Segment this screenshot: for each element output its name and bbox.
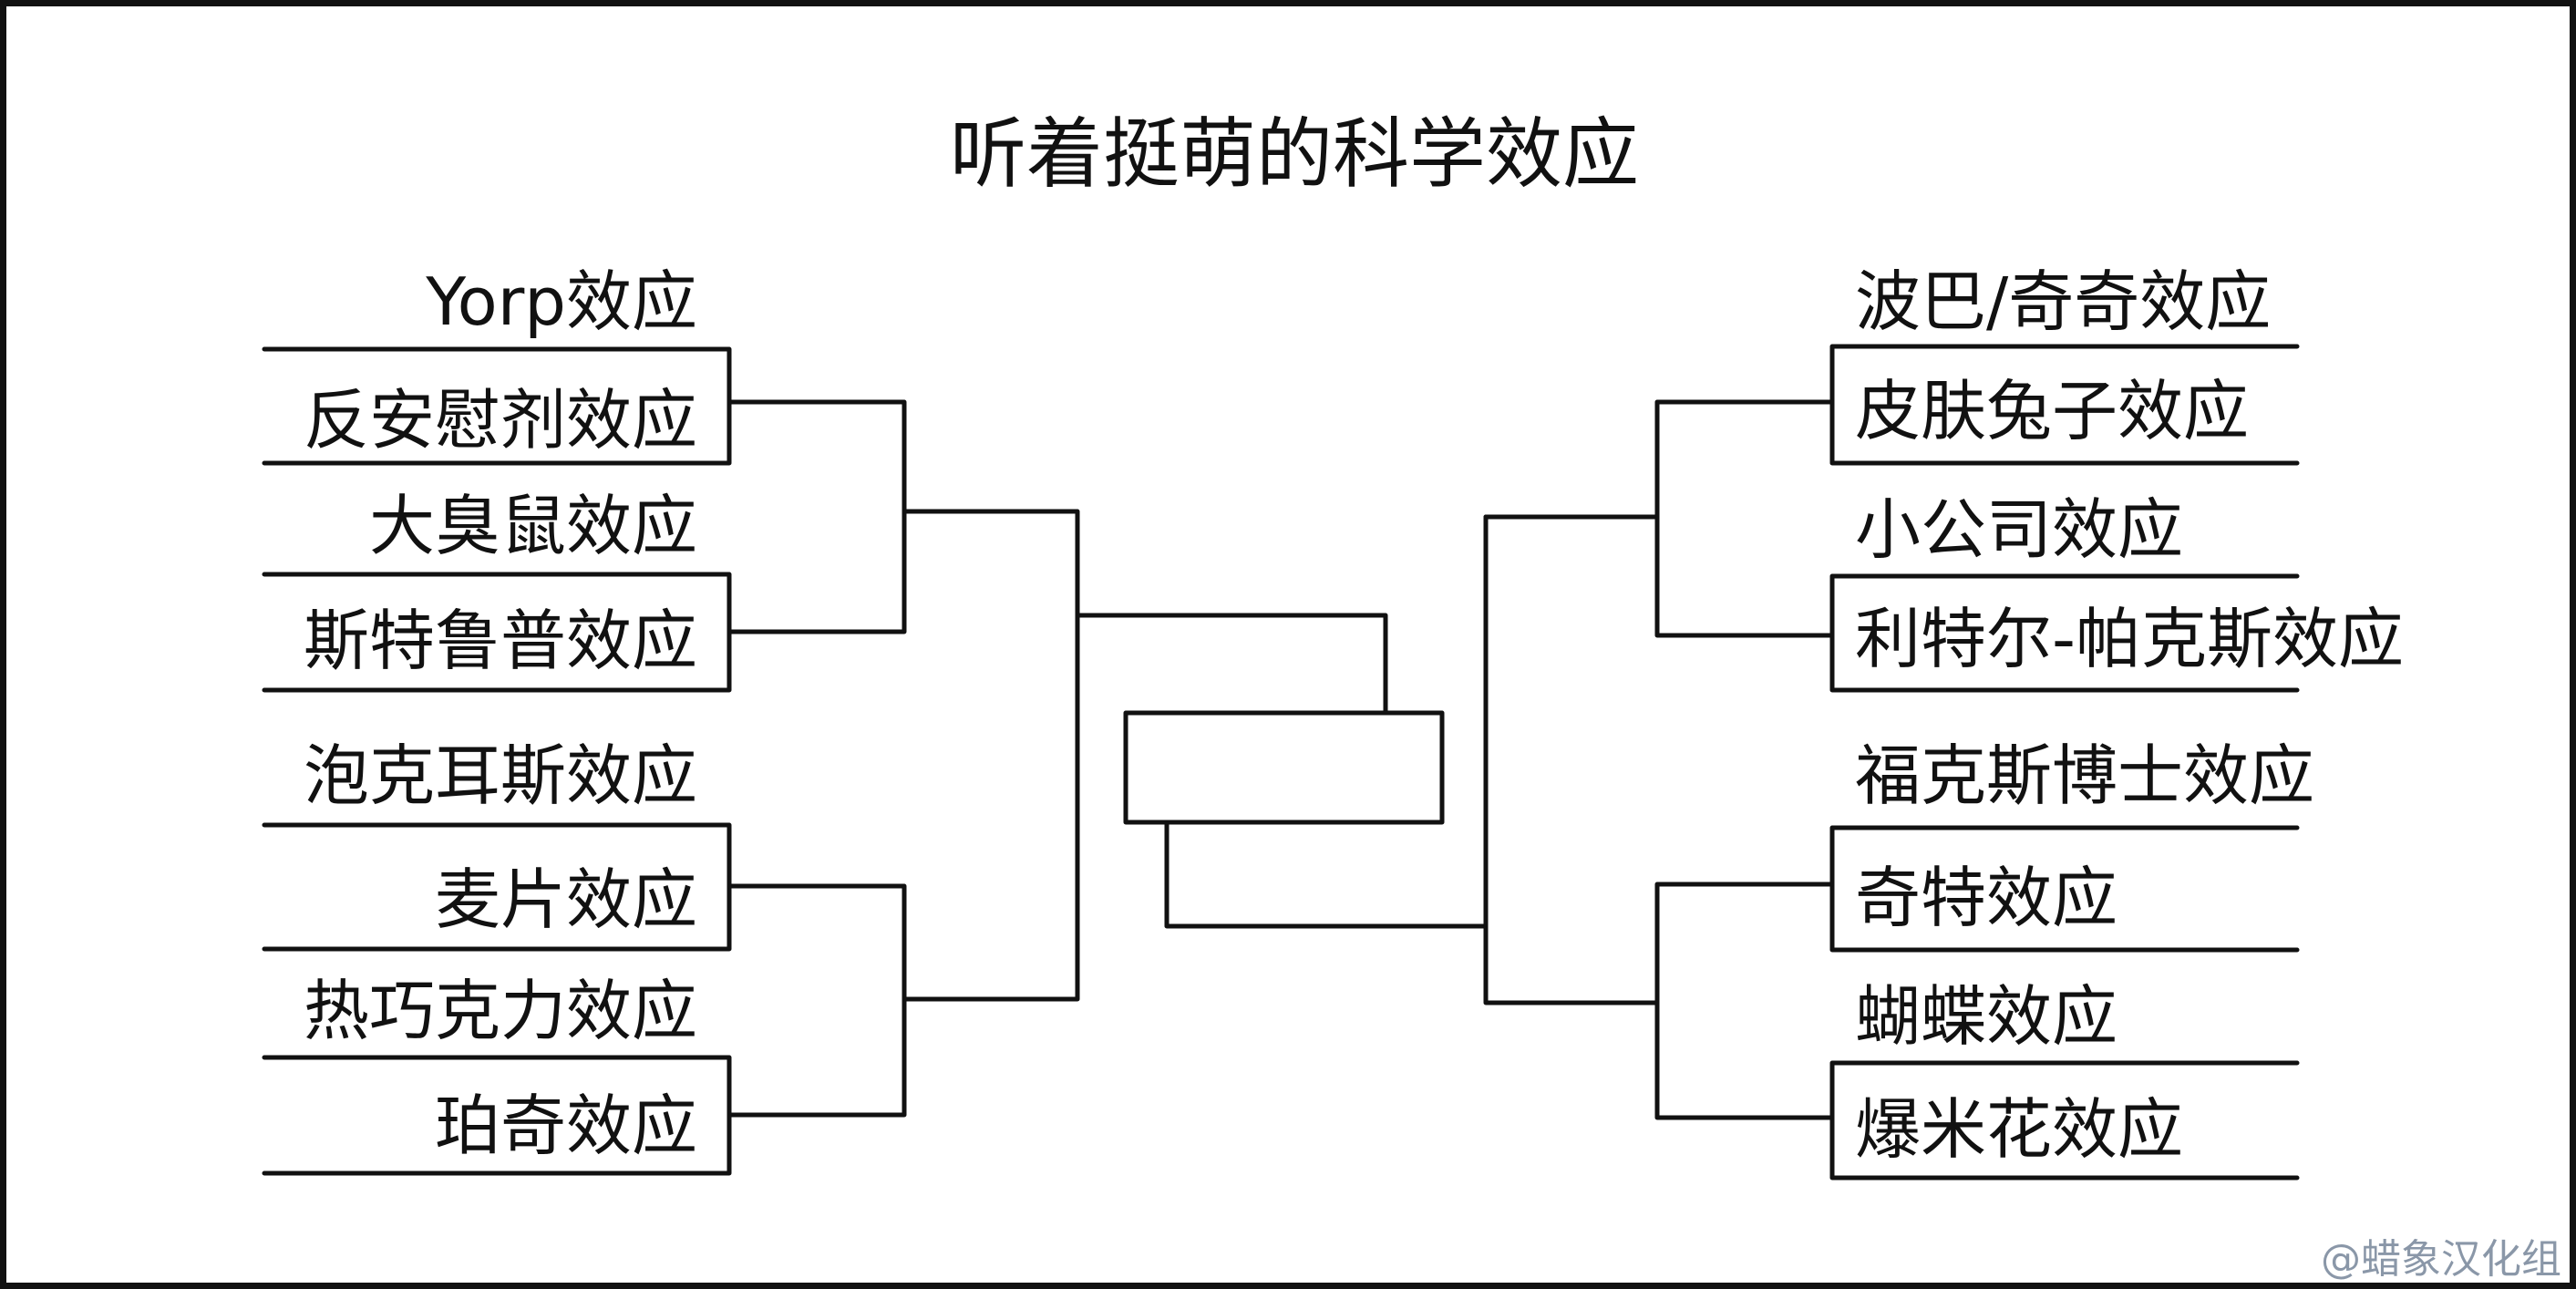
- right-box-4: [1829, 1060, 2300, 1181]
- right-label-3: 小公司效应: [1855, 491, 2183, 568]
- left-label-7: 热巧克力效应: [304, 973, 697, 1049]
- right-connector-1: [1654, 399, 1835, 638]
- right-label-8: 爆米花效应: [1855, 1091, 2183, 1168]
- right-pair-1: [1654, 344, 2300, 693]
- left-connector-2: [726, 883, 907, 1118]
- right-box-3: [1829, 825, 2300, 953]
- right-box-2: [1829, 573, 2300, 693]
- left-label-8: 珀奇效应: [435, 1088, 697, 1164]
- left-connector-1: [726, 399, 907, 634]
- left-label-2: 反安慰剂效应: [304, 382, 697, 459]
- right-label-6: 奇特效应: [1855, 860, 2117, 936]
- left-label-3: 大臭鼠效应: [369, 488, 697, 564]
- watermark: @蜡象汉化组: [2321, 1236, 2561, 1283]
- page-title: 听着挺萌的科学效应: [950, 109, 1639, 199]
- right-label-2: 皮肤兔子效应: [1855, 373, 2249, 449]
- right-pair-2: [1654, 825, 2300, 1181]
- left-box-4: [262, 1055, 732, 1176]
- left-box-1: [262, 346, 732, 466]
- left-pair-1: [262, 346, 907, 693]
- right-label-7: 蝴蝶效应: [1855, 978, 2117, 1055]
- left-box-2: [262, 572, 732, 693]
- left-label-6: 麦片效应: [435, 861, 697, 938]
- right-semifinal-line: [1483, 514, 1660, 1005]
- right-connector-2: [1654, 882, 1835, 1120]
- left-final-line: [1075, 613, 1388, 716]
- winner-box: [1123, 710, 1445, 825]
- left-semifinal-line: [902, 509, 1080, 1002]
- left-label-5: 泡克耳斯效应: [304, 737, 697, 814]
- right-box-1: [1829, 344, 2300, 466]
- right-label-1: 波巴/奇奇效应: [1855, 263, 2271, 340]
- left-label-4: 斯特鲁普效应: [304, 603, 697, 679]
- left-label-1: Yorp效应: [425, 263, 697, 340]
- right-final-line: [1164, 820, 1489, 929]
- right-label-5: 福克斯博士效应: [1855, 737, 2314, 814]
- right-label-4: 利特尔-帕克斯效应: [1855, 601, 2404, 677]
